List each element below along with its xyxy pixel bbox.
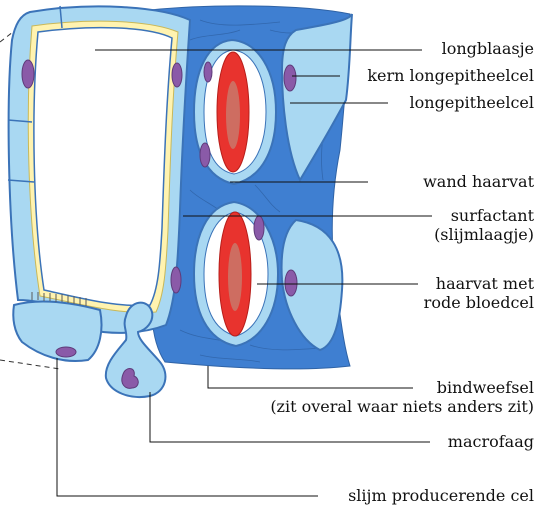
nucleus-alveolus-3 (171, 267, 181, 293)
label-surfactant: surfactant (451, 207, 534, 225)
label-bindweefsel-1: bindweefsel (437, 379, 534, 397)
nucleus-epithelial-upper (284, 65, 296, 91)
nucleus-capillary-lower (254, 216, 264, 240)
label-haarvat-2: rode bloedcel (424, 294, 534, 312)
rbc-center-lower (228, 243, 242, 311)
nucleus-capillary-upper-1 (200, 143, 210, 167)
alveolus-air-space (34, 28, 172, 306)
dashed-line-bottom (0, 360, 60, 369)
nucleus-capillary-upper-2 (204, 62, 212, 82)
nucleus-alveolus-2 (172, 63, 182, 87)
rbc-center-upper (226, 81, 240, 149)
nucleus-alveolus-1 (22, 60, 34, 88)
nucleus-epithelial-lower (285, 270, 297, 296)
label-haarvat-1: haarvat met (436, 275, 534, 293)
label-slijm-producerende-cel: slijm producerende cel (348, 487, 534, 505)
nucleus-slime-cell (56, 347, 76, 357)
label-macrofaag: macrofaag (448, 433, 534, 451)
label-bindweefsel-2: (zit overal waar niets anders zit) (270, 398, 534, 416)
label-surfactant-sub: (slijmlaagje) (434, 226, 534, 244)
label-kern-longepitheelcel: kern longepitheelcel (367, 67, 534, 85)
label-longepitheelcel: longepitheelcel (410, 94, 534, 112)
label-longblaasje: longblaasje (442, 40, 534, 58)
label-wand-haarvat: wand haarvat (423, 173, 534, 191)
